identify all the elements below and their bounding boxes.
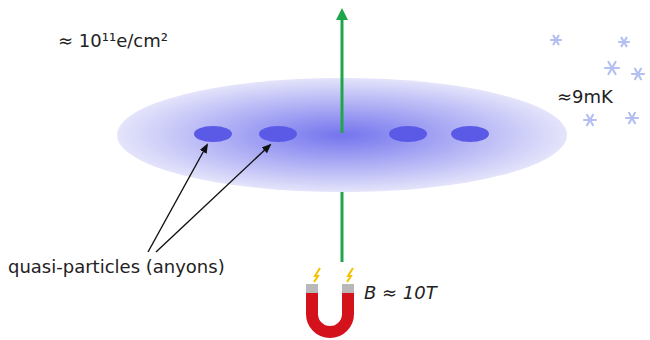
- magnet-symbol: [306, 268, 354, 332]
- spark: [347, 268, 353, 282]
- magnet-pole: [306, 284, 318, 293]
- snowflake: [619, 38, 629, 47]
- field-label: B ≈ 10T: [364, 282, 437, 304]
- anyon: [389, 126, 427, 142]
- snowflake: [626, 113, 638, 123]
- snowflake: [551, 36, 561, 45]
- field-arrow: [341, 14, 344, 133]
- density-label: ≈ 10¹¹e/cm²: [58, 30, 168, 52]
- temperature-label: ≈9mK: [557, 86, 613, 108]
- snowflake: [605, 62, 619, 74]
- anyon: [194, 126, 232, 142]
- anyon: [451, 126, 489, 142]
- field-line: [341, 190, 344, 262]
- anyon-label: quasi-particles (anyons): [8, 256, 225, 278]
- snowflake: [632, 69, 644, 79]
- spark: [314, 268, 320, 282]
- magnet-body: [312, 292, 348, 332]
- snowflakes: [551, 36, 644, 126]
- leader-arrow: [148, 145, 207, 252]
- snowflake: [584, 115, 596, 125]
- anyon: [259, 126, 297, 142]
- leader-arrow: [156, 145, 270, 252]
- magnet-pole: [342, 284, 354, 293]
